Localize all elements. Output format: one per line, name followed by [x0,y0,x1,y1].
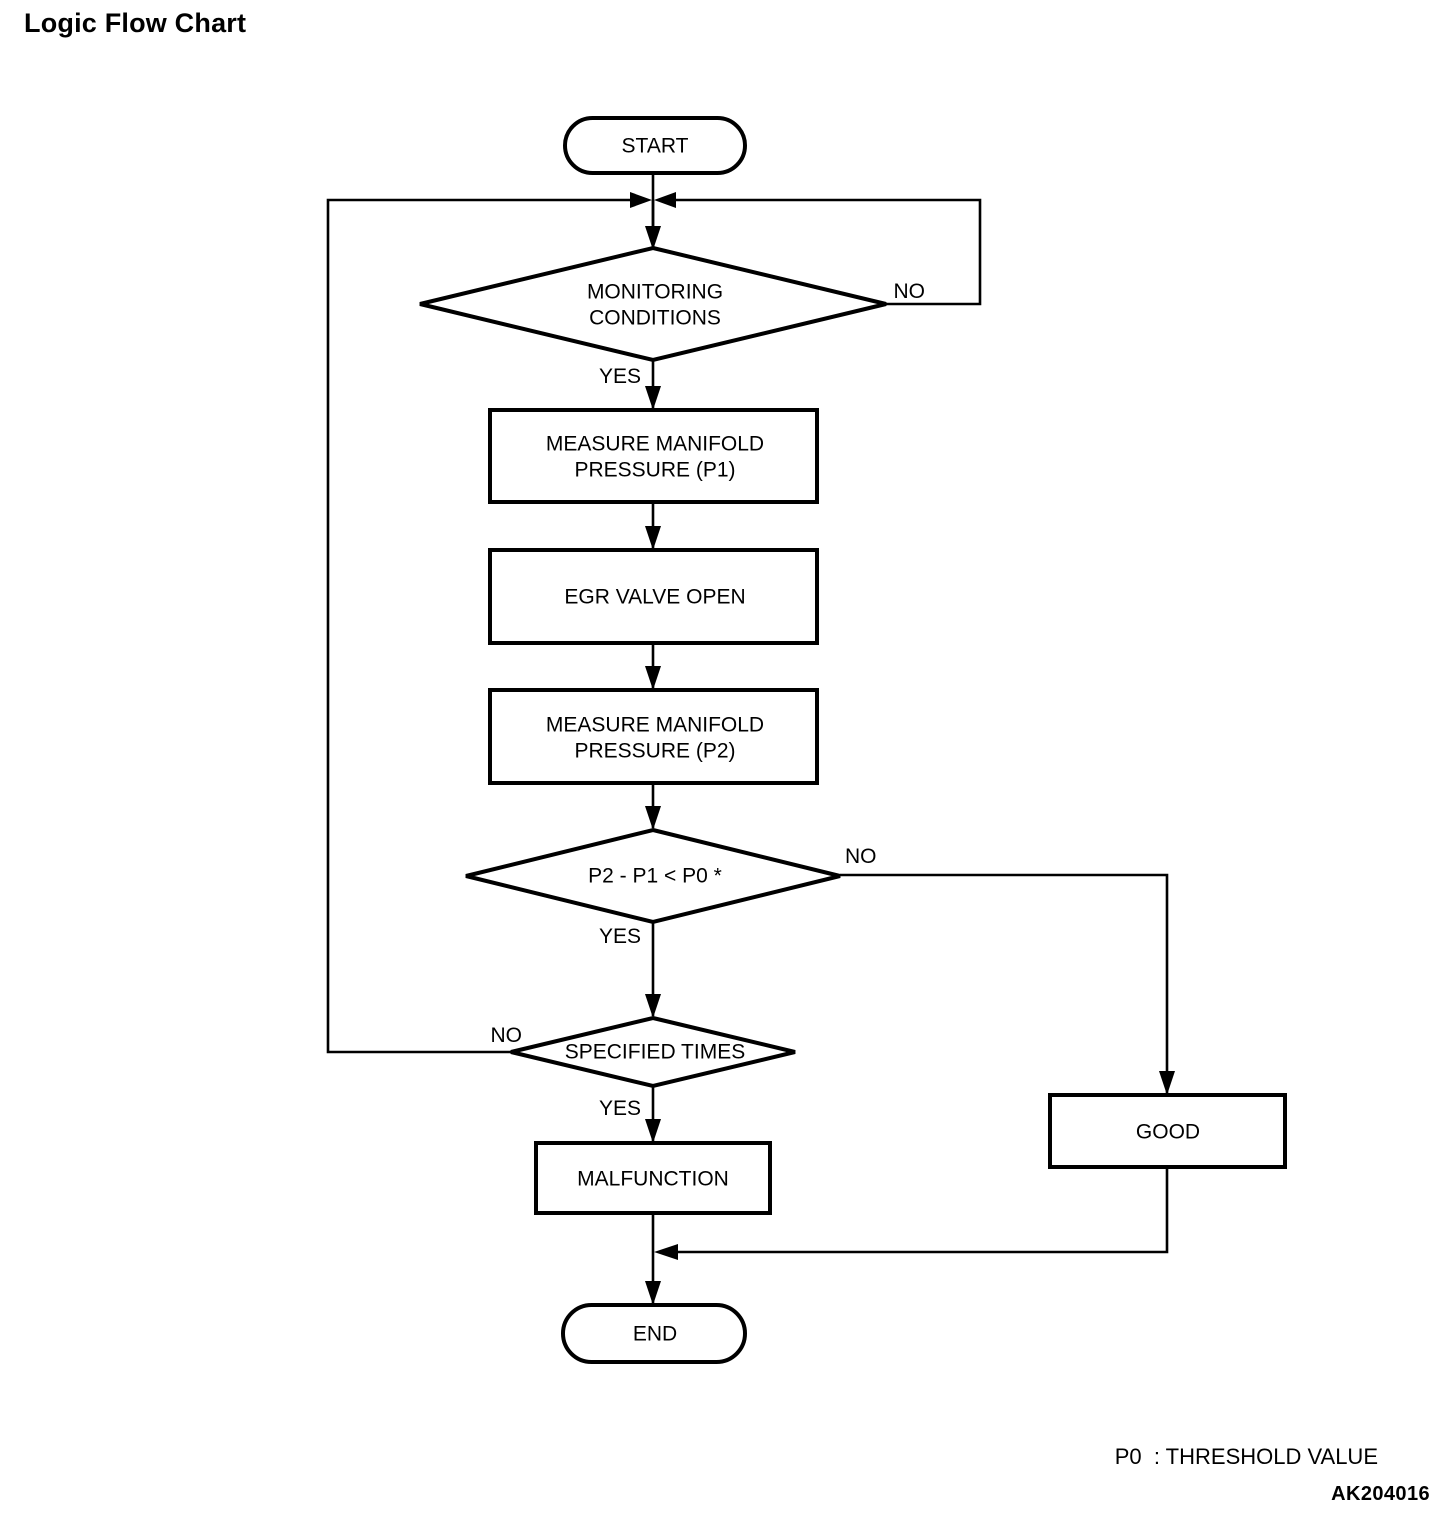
edge-monitoring-no-loop [676,198,982,306]
edge-good-to-end-merge [678,1167,1169,1254]
branch-label-compare-no: NO [845,845,877,868]
node-specified-times: SPECIFIED TIMES [510,1015,796,1089]
arrowhead-into-egr [645,526,661,550]
branch-label-specified-times-no: NO [491,1024,523,1047]
node-measure-p2-label-line2: PRESSURE (P2) [574,740,735,763]
threshold-value-legend: P0 : THRESHOLD VALUE [1114,1444,1378,1469]
arrowhead-into-specified-times [645,994,661,1018]
arrowhead-into-end [645,1281,661,1305]
arrowhead-into-malfunction [645,1119,661,1143]
node-compare-label: P2 - P1 < P0 * [588,865,722,888]
branch-label-specified-times-yes: YES [599,1097,641,1120]
node-measure-p2-label-line1: MEASURE MANIFOLD [546,714,764,737]
node-measure-p1-label-line2: PRESSURE (P1) [574,459,735,482]
arrowhead-into-measure2 [645,666,661,690]
node-monitoring-conditions-label-line2: CONDITIONS [589,307,721,330]
node-monitoring-conditions: MONITORING CONDITIONS [419,245,887,363]
node-good-label: GOOD [1136,1121,1200,1144]
node-end-label: END [633,1323,677,1346]
arrowhead-merge-into-end-line [654,1244,678,1260]
branch-label-monitoring-no: NO [894,280,926,303]
node-compare-pressure-difference: P2 - P1 < P0 * [465,827,841,925]
image-reference-code: AK204016 [1331,1483,1430,1505]
logic-flow-chart-diagram: START MONITORING CONDITIONS NO YES MEASU… [326,116,1287,1364]
node-egr-valve-open-label: EGR VALVE OPEN [564,586,745,609]
page-title: Logic Flow Chart [24,8,247,38]
arrowhead-into-measure1 [645,386,661,410]
node-start: START [563,116,747,175]
branch-label-monitoring-yes: YES [599,365,641,388]
node-end: END [561,1303,747,1364]
node-measure-manifold-pressure-p2: MEASURE MANIFOLD PRESSURE (P2) [488,688,819,785]
node-specified-times-label: SPECIFIED TIMES [565,1041,745,1064]
arrowhead-into-compare [645,806,661,830]
node-malfunction-label: MALFUNCTION [577,1168,729,1191]
node-malfunction: MALFUNCTION [534,1141,772,1215]
arrowhead-into-monitoring [645,226,661,250]
node-start-label: START [622,135,689,158]
node-egr-valve-open: EGR VALVE OPEN [488,548,819,645]
node-good: GOOD [1048,1093,1287,1169]
arrowhead-right-loop-junction [654,192,676,208]
edge-compare-no-to-good [840,873,1169,1093]
edge-specified-times-no-loop [326,198,630,1054]
arrowhead-into-good [1159,1071,1175,1095]
arrowhead-left-loop-junction [630,192,652,208]
node-monitoring-conditions-label-line1: MONITORING [587,281,723,304]
branch-label-compare-yes: YES [599,925,641,948]
node-measure-p1-label-line1: MEASURE MANIFOLD [546,433,764,456]
node-measure-manifold-pressure-p1: MEASURE MANIFOLD PRESSURE (P1) [488,408,819,504]
